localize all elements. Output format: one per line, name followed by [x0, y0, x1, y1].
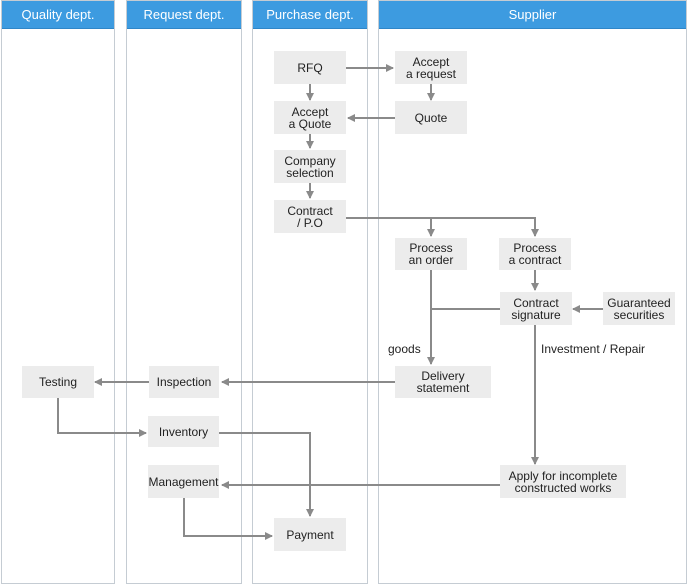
- node-management[interactable]: Management: [148, 465, 219, 498]
- node-quote[interactable]: Quote: [395, 101, 467, 134]
- lane-header-purchase: Purchase dept.: [253, 1, 367, 29]
- node-delivery-statement[interactable]: Delivery statement: [395, 366, 491, 398]
- node-inspection[interactable]: Inspection: [149, 366, 219, 398]
- node-inventory[interactable]: Inventory: [148, 416, 219, 447]
- arrow-contract-to-process-order: [346, 217, 435, 237]
- node-company-selection[interactable]: Company selection: [274, 150, 346, 183]
- arrow-inventory-to-payment: [219, 432, 314, 517]
- node-apply-incomplete-works[interactable]: Apply for incomplete constructed works: [500, 465, 626, 498]
- node-process-order[interactable]: Process an order: [395, 238, 467, 270]
- node-payment[interactable]: Payment: [274, 518, 346, 551]
- node-contract-po[interactable]: Contract / P.O: [274, 200, 346, 233]
- node-process-contract[interactable]: Process a contract: [499, 238, 571, 270]
- node-guaranteed-securities[interactable]: Guaranteed securities: [603, 292, 675, 325]
- edge-label-investment-repair: Investment / Repair: [541, 342, 646, 356]
- lane-header-quality: Quality dept.: [2, 1, 114, 29]
- edge-label-goods: goods: [388, 342, 421, 356]
- node-testing[interactable]: Testing: [22, 366, 94, 398]
- lane-header-request: Request dept.: [127, 1, 241, 29]
- arrow-testing-to-inventory: [57, 398, 147, 437]
- node-contract-signature[interactable]: Contract signature: [500, 292, 572, 325]
- lane-header-supplier: Supplier: [379, 1, 686, 29]
- arrow-contract-to-process-contract: [431, 217, 539, 237]
- node-accept-request[interactable]: Accept a request: [395, 51, 467, 84]
- lane-quality: Quality dept.: [1, 0, 115, 584]
- node-rfq[interactable]: RFQ: [274, 51, 346, 84]
- node-accept-quote[interactable]: Accept a Quote: [274, 101, 346, 134]
- arrow-management-to-payment: [183, 498, 273, 540]
